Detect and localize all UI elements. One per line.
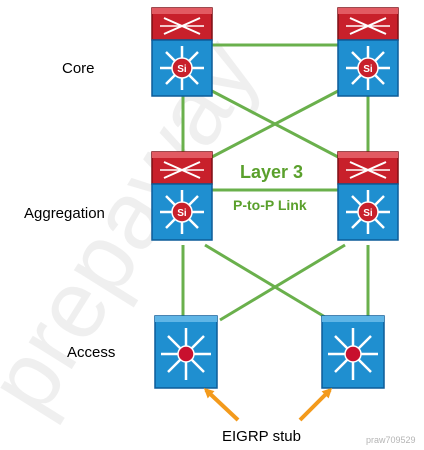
eigrp-stub-label: EIGRP stub <box>222 428 301 445</box>
access-left-switch[interactable] <box>154 315 218 389</box>
si-label: Si <box>363 64 373 75</box>
access-switch-icon <box>154 315 218 389</box>
tier-label-aggregation: Aggregation <box>24 205 105 222</box>
link-core-right-agg-left <box>209 88 341 160</box>
si-label: Si <box>177 64 187 75</box>
core-left-switch[interactable]: Si <box>151 7 213 97</box>
links <box>181 43 370 322</box>
layer3-switch-icon: Si <box>151 7 213 97</box>
layer3-switch-icon: Si <box>337 7 399 97</box>
core-right-switch[interactable]: Si <box>337 7 399 97</box>
aggregation-left-switch[interactable]: Si <box>151 151 213 241</box>
si-label: Si <box>363 208 373 219</box>
access-right-switch[interactable] <box>321 315 385 389</box>
si-label: Si <box>177 208 187 219</box>
tier-label-core: Core <box>62 60 95 77</box>
aggregation-right-switch[interactable]: Si <box>337 151 399 241</box>
watermark-text: prepaway <box>0 21 278 431</box>
layer3-switch-icon: Si <box>337 151 399 241</box>
access-switch-icon <box>321 315 385 389</box>
layer3-label: Layer 3 <box>240 162 303 182</box>
p2p-link-label: P-to-P Link <box>233 197 307 213</box>
arrow-to-access-left <box>203 387 240 422</box>
watermark-code: praw709529 <box>366 435 416 445</box>
link-agg-right-access-left <box>219 243 346 322</box>
arrow-to-access-right <box>298 387 333 422</box>
link-agg-left-access-right <box>204 243 331 322</box>
layer3-switch-icon: Si <box>151 151 213 241</box>
tier-label-access: Access <box>67 344 115 361</box>
